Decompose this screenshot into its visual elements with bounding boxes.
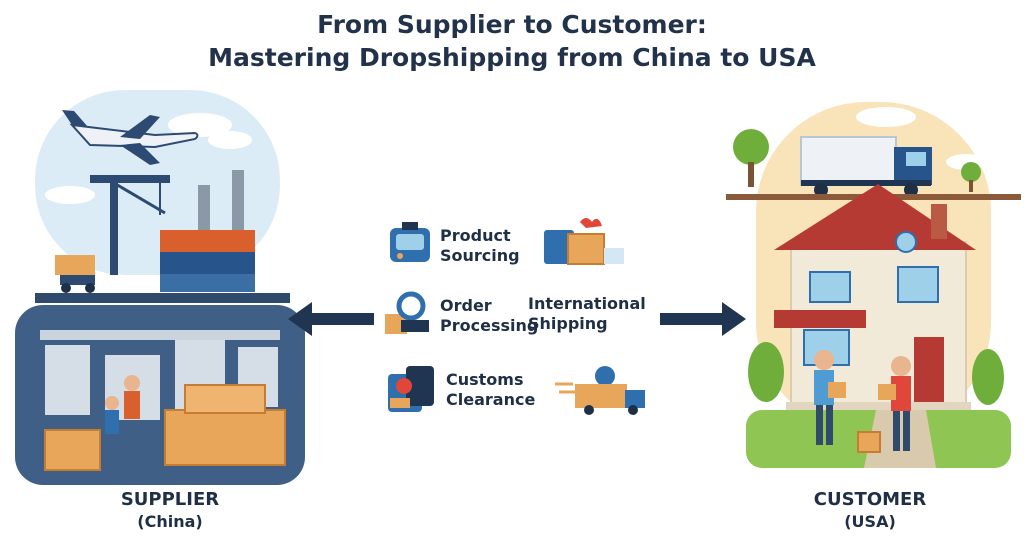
delivery-truck-icon bbox=[555, 366, 645, 415]
tree-icon bbox=[733, 129, 981, 192]
house-icon bbox=[774, 184, 976, 418]
customer-person-icon bbox=[878, 356, 911, 451]
step-international-shipping: International Shipping bbox=[528, 294, 646, 334]
customer-region: (USA) bbox=[844, 512, 896, 531]
arrow-left-icon bbox=[288, 302, 374, 336]
title-line-2: Mastering Dropshipping from China to USA bbox=[208, 43, 816, 72]
moving-truck-icon bbox=[800, 136, 932, 197]
step-product-sourcing-line2: Sourcing bbox=[440, 246, 520, 265]
step-product-sourcing: Product Sourcing bbox=[440, 226, 520, 266]
airplane-icon bbox=[62, 110, 199, 165]
step-order-processing-line2: Processing bbox=[440, 316, 539, 335]
customer-label: CUSTOMER bbox=[813, 489, 927, 510]
package-icon bbox=[857, 431, 881, 453]
supplier-scene bbox=[15, 90, 305, 485]
cardboard-boxes-icon bbox=[44, 384, 286, 471]
delivery-person-icon bbox=[814, 350, 846, 445]
step-international-shipping-line2: Shipping bbox=[528, 314, 608, 333]
order-processing-icon bbox=[385, 291, 429, 334]
step-customs-clearance: Customs Clearance bbox=[446, 370, 535, 410]
forklift-icon bbox=[55, 255, 95, 293]
customer-scene bbox=[726, 102, 1021, 468]
step-international-shipping-line1: International bbox=[528, 294, 646, 313]
supplier-region: (China) bbox=[137, 512, 203, 531]
packaged-goods-icon bbox=[544, 218, 624, 265]
step-order-processing-line1: Order bbox=[440, 296, 492, 315]
worker-icon bbox=[105, 375, 140, 434]
title-line-1: From Supplier to Customer: bbox=[317, 10, 707, 39]
supplier-label: SUPPLIER bbox=[120, 489, 220, 510]
customs-clearance-icon bbox=[388, 366, 434, 412]
step-customs-clearance-line2: Clearance bbox=[446, 390, 536, 409]
bush-icon bbox=[748, 342, 1004, 405]
port-crane-icon bbox=[90, 175, 170, 275]
arrow-right-icon bbox=[660, 302, 746, 336]
product-sourcing-icon bbox=[390, 222, 430, 262]
shipping-containers-icon bbox=[160, 230, 255, 292]
step-order-processing: Order Processing bbox=[440, 296, 538, 336]
cloud-icon bbox=[45, 113, 252, 204]
step-customs-clearance-line1: Customs bbox=[446, 370, 524, 389]
step-product-sourcing-line1: Product bbox=[440, 226, 511, 245]
